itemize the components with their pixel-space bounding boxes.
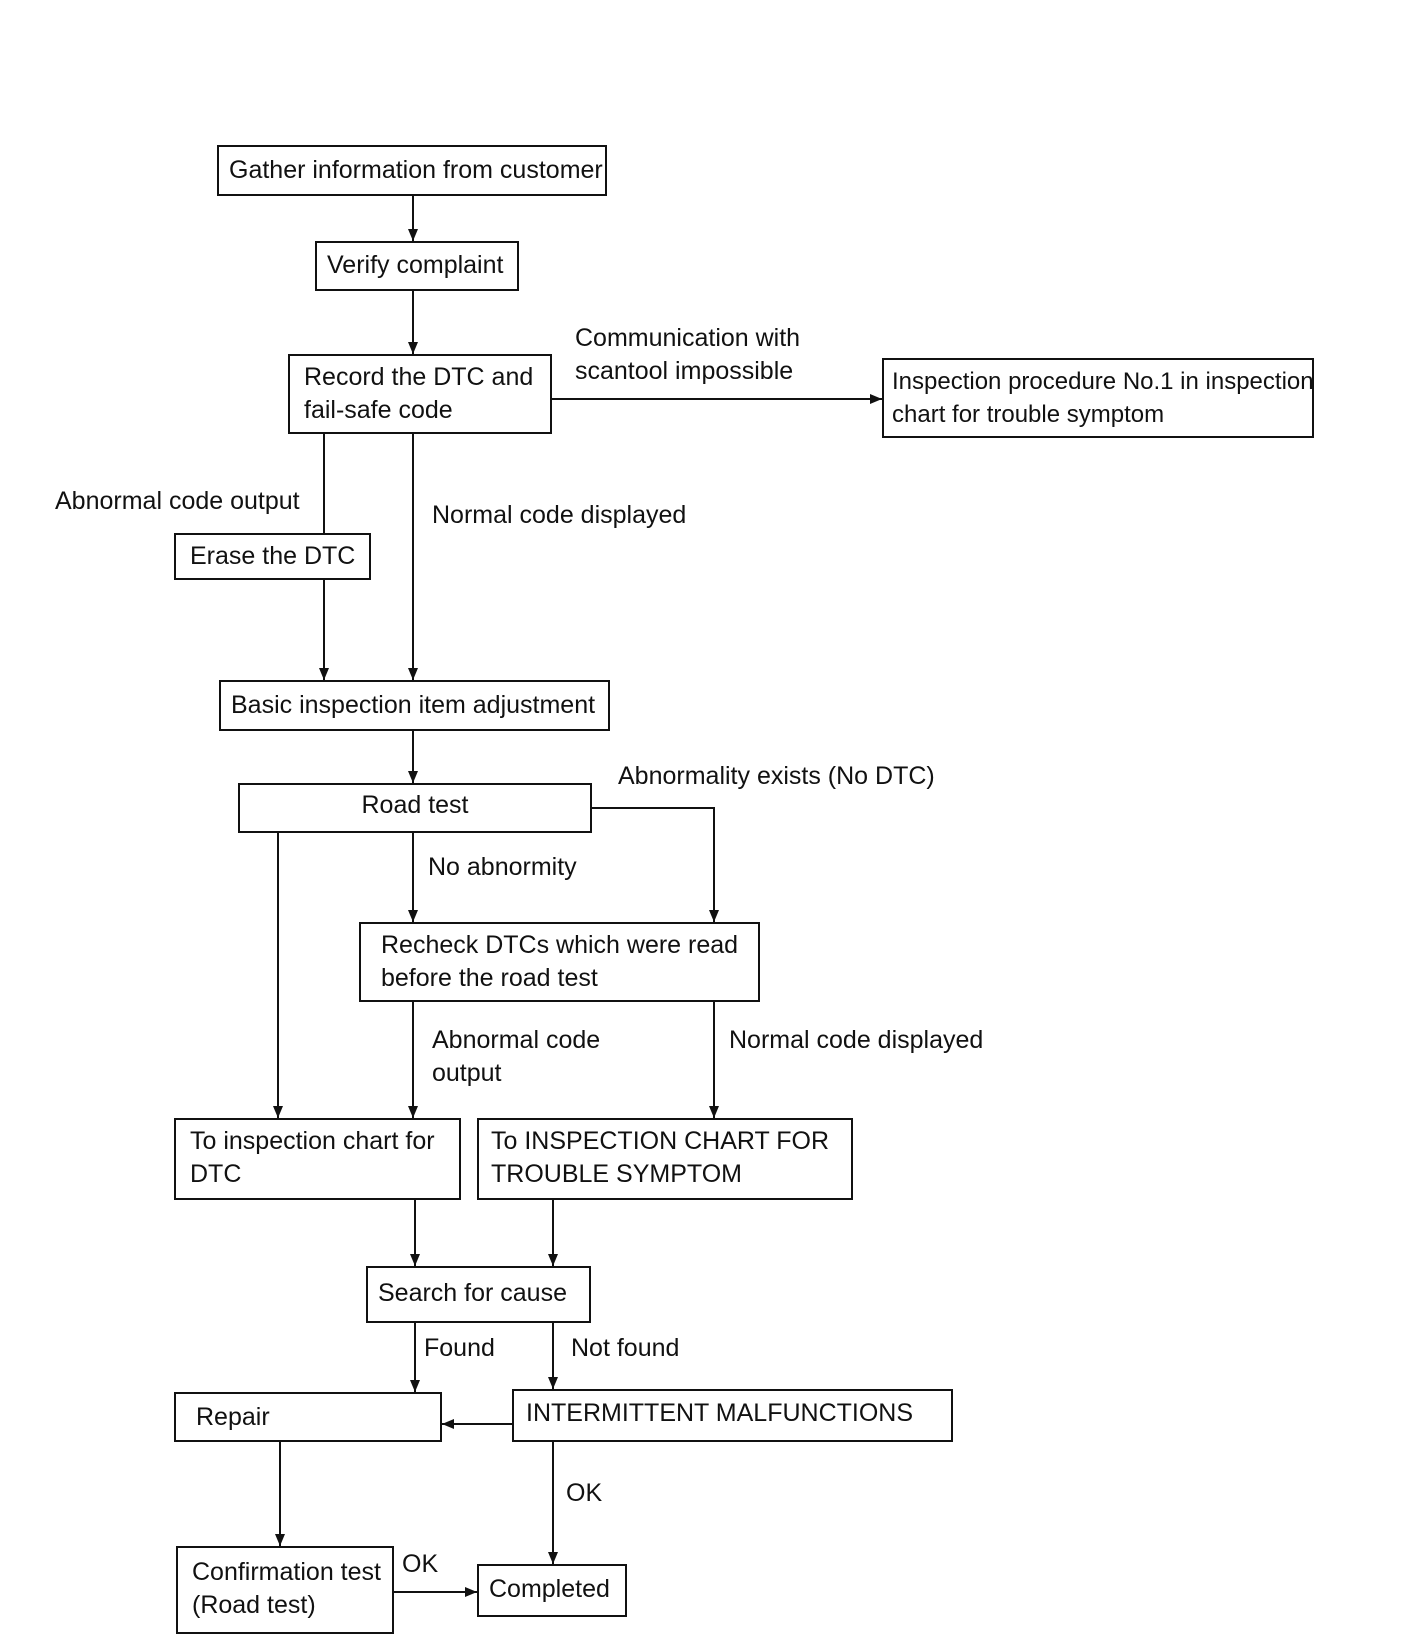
edge-gather-to-verify-arrowhead — [408, 229, 418, 241]
edge-confirmation-to-completed-arrowhead — [465, 1587, 477, 1597]
label-not-found: Not found — [571, 1334, 680, 1362]
node-gather-information: Gather information from customer — [217, 145, 607, 196]
label-normal-code-displayed: Normal code displayed — [432, 501, 687, 529]
edge-verify-to-record-arrowhead — [408, 342, 418, 354]
node-text: Basic inspection item adjustment — [231, 691, 596, 719]
node-completed: Completed — [477, 1564, 627, 1617]
edge-erase-to-basic-arrowhead — [319, 668, 329, 680]
node-verify-complaint: Verify complaint — [315, 241, 519, 291]
edge-record-to-basic-arrowhead — [408, 668, 418, 680]
node-text-line1: Confirmation test — [192, 1558, 381, 1586]
label-normal-code-displayed-2: Normal code displayed — [729, 1026, 984, 1054]
edge-roadtest-to-recheck-arrowhead — [408, 910, 418, 922]
node-text-line1: Inspection procedure No.1 in inspection — [892, 368, 1314, 395]
node-recheck-dtcs: Recheck DTCs which were read before the … — [359, 922, 760, 1002]
label-found: Found — [424, 1334, 495, 1362]
edge-dtc-chart-to-search-arrowhead — [410, 1254, 420, 1266]
node-text: Search for cause — [378, 1279, 567, 1307]
edge-roadtest-to-abnormality-arrowhead — [709, 910, 719, 922]
node-inspection-procedure-no1: Inspection procedure No.1 in inspection … — [882, 358, 1314, 438]
label-abnormal-code-output-2: Abnormal code output — [432, 1024, 600, 1090]
edge-search-to-intermittent-arrowhead — [548, 1377, 558, 1389]
node-to-inspection-chart-symptom: To INSPECTION CHART FOR TROUBLE SYMPTOM — [477, 1118, 853, 1200]
edge-recheck-to-dtc-chart-arrowhead — [408, 1106, 418, 1118]
edge-recheck-to-symptom-chart-arrowhead — [709, 1106, 719, 1118]
edge-basic-to-roadtest-arrowhead — [408, 771, 418, 783]
node-text-line2: (Road test) — [192, 1591, 316, 1619]
node-basic-inspection: Basic inspection item adjustment — [219, 680, 610, 731]
edge-roadtest-to-dtc-chart-arrowhead — [273, 1106, 283, 1118]
node-text: Gather information from customer — [229, 156, 603, 184]
edge-intermittent-to-completed-arrowhead — [548, 1552, 558, 1564]
label-line2: output — [432, 1059, 502, 1087]
node-text: Repair — [196, 1403, 270, 1431]
node-text-line2: before the road test — [381, 964, 598, 992]
node-repair: Repair — [174, 1392, 442, 1442]
node-text-line1: To inspection chart for — [190, 1127, 435, 1155]
node-intermittent-malfunctions: INTERMITTENT MALFUNCTIONS — [512, 1389, 953, 1442]
edge-symptom-chart-to-search-arrowhead — [548, 1254, 558, 1266]
node-text: INTERMITTENT MALFUNCTIONS — [526, 1399, 914, 1427]
node-text-line1: Record the DTC and — [304, 363, 534, 391]
node-record-dtc: Record the DTC and fail-safe code — [288, 354, 552, 434]
node-text-line1: Recheck DTCs which were read — [381, 931, 739, 959]
node-text: Road test — [361, 791, 469, 819]
edge-roadtest-to-abnormality — [592, 807, 715, 922]
node-text: Erase the DTC — [190, 542, 356, 570]
node-search-for-cause: Search for cause — [366, 1266, 591, 1323]
edge-search-to-repair-arrowhead — [410, 1380, 420, 1392]
edge-record-to-inspection-no1-arrowhead — [870, 394, 882, 404]
node-erase-dtc: Erase the DTC — [174, 533, 371, 580]
node-text-line2: chart for trouble symptom — [892, 401, 1165, 428]
node-text: Completed — [489, 1575, 610, 1603]
label-line2: scantool impossible — [575, 357, 794, 385]
node-text-line2: DTC — [190, 1160, 242, 1188]
label-ok-confirmation: OK — [402, 1550, 439, 1578]
label-line1: Communication with — [575, 324, 801, 352]
node-text-line1: To INSPECTION CHART FOR — [491, 1127, 830, 1155]
label-communication-impossible: Communication with scantool impossible — [575, 322, 800, 388]
label-abnormal-code-output: Abnormal code output — [55, 487, 300, 515]
label-abnormality-exists: Abnormality exists (No DTC) — [618, 762, 935, 790]
node-text-line2: TROUBLE SYMPTOM — [491, 1160, 742, 1188]
label-ok-intermittent: OK — [566, 1479, 603, 1507]
node-confirmation-test: Confirmation test (Road test) — [176, 1546, 394, 1634]
node-to-inspection-chart-dtc: To inspection chart for DTC — [174, 1118, 461, 1200]
node-text-line2: fail-safe code — [304, 396, 453, 424]
node-text: Verify complaint — [327, 251, 504, 279]
label-line1: Abnormal code — [432, 1026, 601, 1054]
node-road-test: Road test — [238, 783, 592, 833]
edge-intermittent-to-repair-arrowhead — [442, 1419, 454, 1429]
edge-repair-to-confirmation-arrowhead — [275, 1534, 285, 1546]
label-no-abnormity: No abnormity — [428, 853, 577, 881]
